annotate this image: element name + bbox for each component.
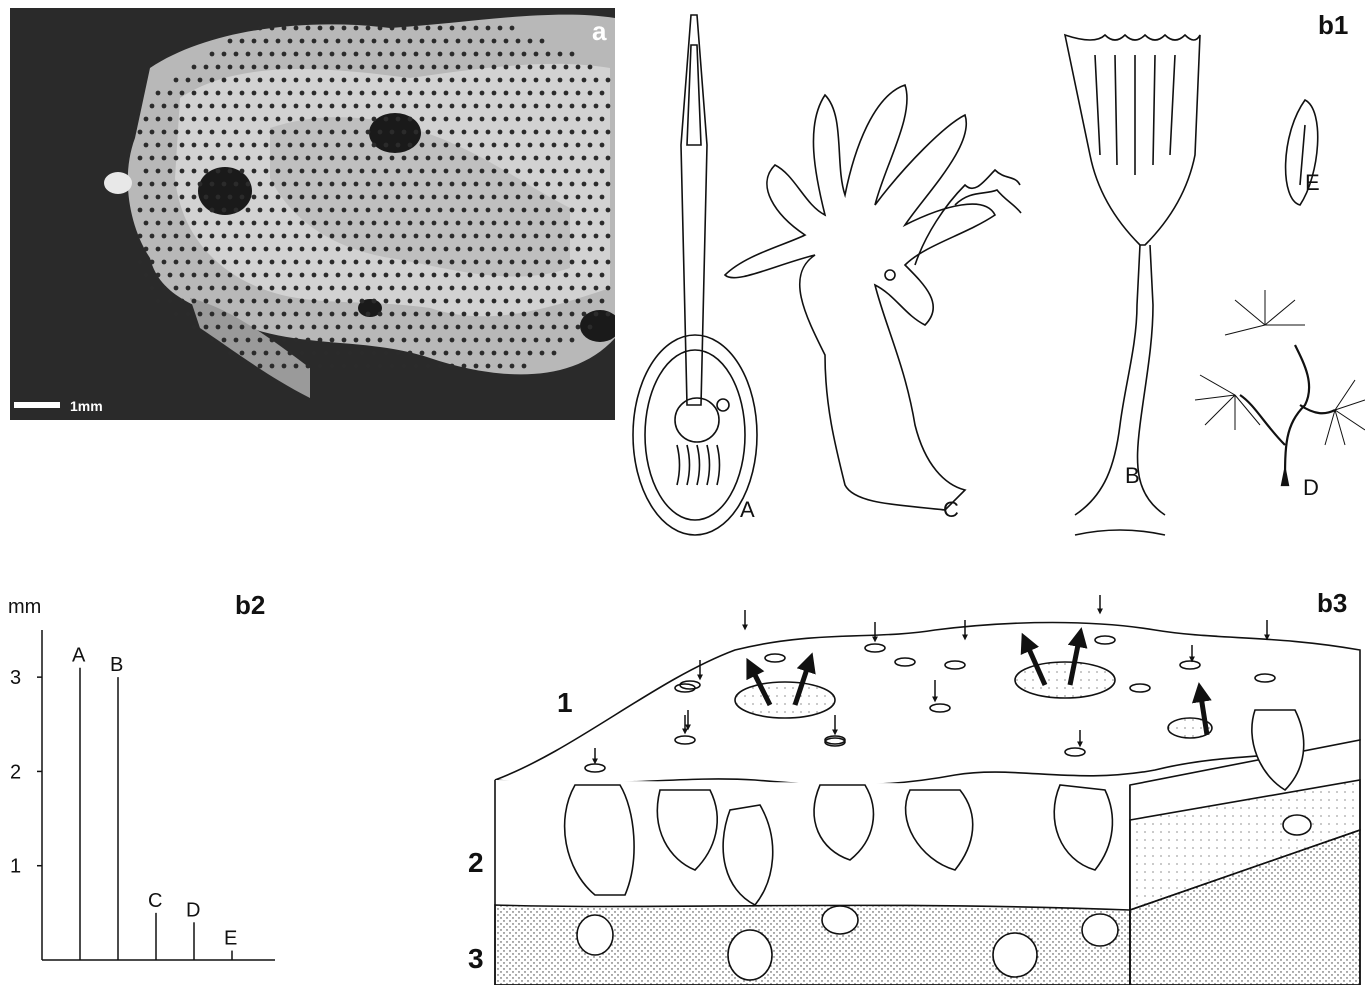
y-tick-label-2: 2 [10,761,21,783]
excurrent-opening [198,167,252,215]
osculum [1015,662,1115,698]
bar-label-C: C [148,890,162,912]
bar-label-D: D [186,899,200,921]
excurrent-opening [369,113,421,153]
panel-label-a: a [592,16,607,46]
block-top-surface [495,623,1360,786]
organism-label-d: D [1303,475,1319,500]
scale-bar-label: 1mm [70,398,103,414]
bar-label-A: A [72,645,86,667]
osculum [735,682,835,718]
layer-label-3: 3 [468,943,484,974]
bar-label-E: E [224,928,237,950]
panel-b1-drawings: A C B D E [625,5,1365,545]
organism-d-drawing [1195,290,1365,485]
panel-b3-diagram: 1 2 3 [455,590,1365,985]
y-tick-label-3: 3 [10,667,21,689]
colony-photograph: 1mm a [10,8,615,420]
panel-b2-chart: mm 1 2 3 A B C D E [0,585,290,980]
organism-label-c: C [943,497,959,522]
organism-c-drawing [725,85,1021,510]
panel-a-photo: 1mm a [10,8,615,420]
organism-label-e: E [1305,170,1320,195]
layer-label-2: 2 [468,847,484,878]
bar-label-B: B [110,654,123,676]
scale-bar [14,402,60,408]
y-axis-label: mm [8,596,41,618]
organism-label-b: B [1125,463,1140,488]
organism-label-a: A [740,497,755,522]
organism-a-drawing [633,15,757,535]
layer-label-1: 1 [557,687,573,718]
y-tick-label-1: 1 [10,856,21,878]
organism-b-drawing [1065,35,1200,535]
